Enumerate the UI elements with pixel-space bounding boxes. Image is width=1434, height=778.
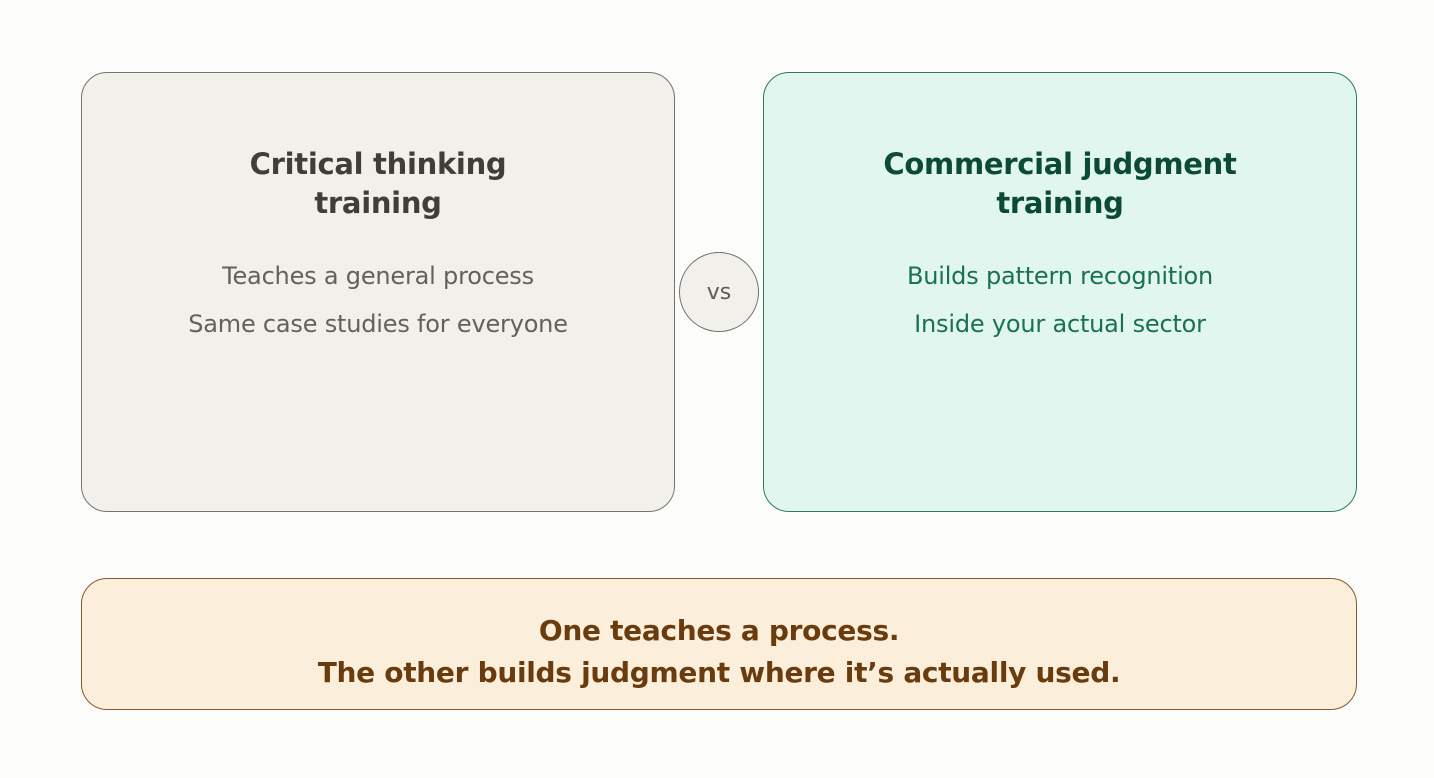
- commercial-judgment-card: Commercial judgment training Builds patt…: [763, 72, 1357, 512]
- commercial-judgment-point-2: Inside your actual sector: [914, 310, 1206, 338]
- critical-thinking-point-2: Same case studies for everyone: [188, 310, 568, 338]
- vs-label: vs: [706, 279, 732, 305]
- commercial-judgment-title: Commercial judgment training: [804, 145, 1316, 223]
- commercial-judgment-title-line2: training: [996, 186, 1124, 220]
- conclusion-banner: One teaches a process. The other builds …: [81, 578, 1357, 710]
- critical-thinking-title: Critical thinking training: [122, 145, 634, 223]
- conclusion-line-2: The other builds judgment where it’s act…: [317, 656, 1121, 689]
- vs-badge: vs: [679, 252, 759, 332]
- critical-thinking-title-line2: training: [314, 186, 442, 220]
- conclusion-line-1: One teaches a process.: [538, 614, 900, 647]
- critical-thinking-card: Critical thinking training Teaches a gen…: [81, 72, 675, 512]
- commercial-judgment-point-1: Builds pattern recognition: [906, 262, 1214, 290]
- critical-thinking-point-1: Teaches a general process: [222, 262, 534, 290]
- commercial-judgment-title-line1: Commercial judgment: [883, 147, 1237, 181]
- critical-thinking-title-line1: Critical thinking: [249, 147, 507, 181]
